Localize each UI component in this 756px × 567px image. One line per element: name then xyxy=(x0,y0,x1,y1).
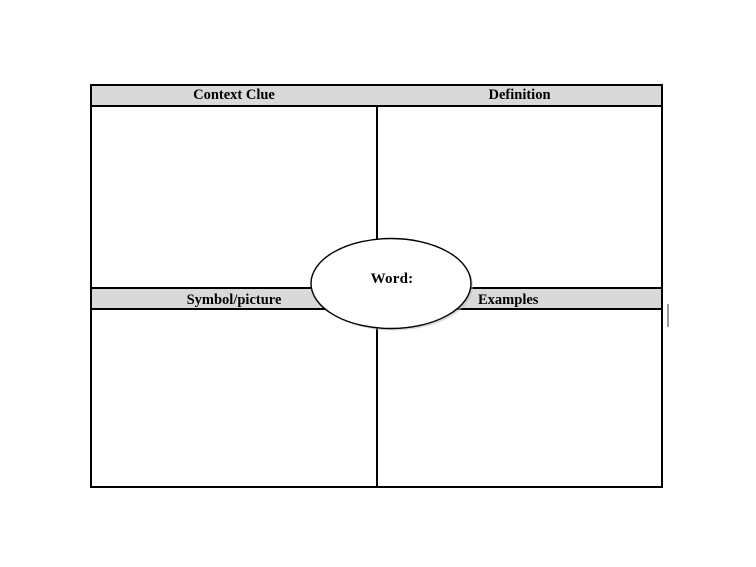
quadrant-header-examples: Examples xyxy=(478,292,539,308)
word-ellipse[interactable] xyxy=(309,237,475,333)
word-label: Word: xyxy=(370,271,414,287)
top-header-band: Context Clue Definition xyxy=(92,86,661,107)
word-ellipse-shape xyxy=(310,237,473,331)
quadrant-header-context-clue: Context Clue xyxy=(193,87,275,103)
quadrant-area-examples[interactable] xyxy=(378,310,661,486)
quadrant-area-symbol-picture[interactable] xyxy=(92,310,376,486)
quadrant-header-definition: Definition xyxy=(488,87,551,103)
quadrant-header-symbol-picture: Symbol/picture xyxy=(186,292,282,308)
edge-mark-artifact xyxy=(667,304,669,327)
